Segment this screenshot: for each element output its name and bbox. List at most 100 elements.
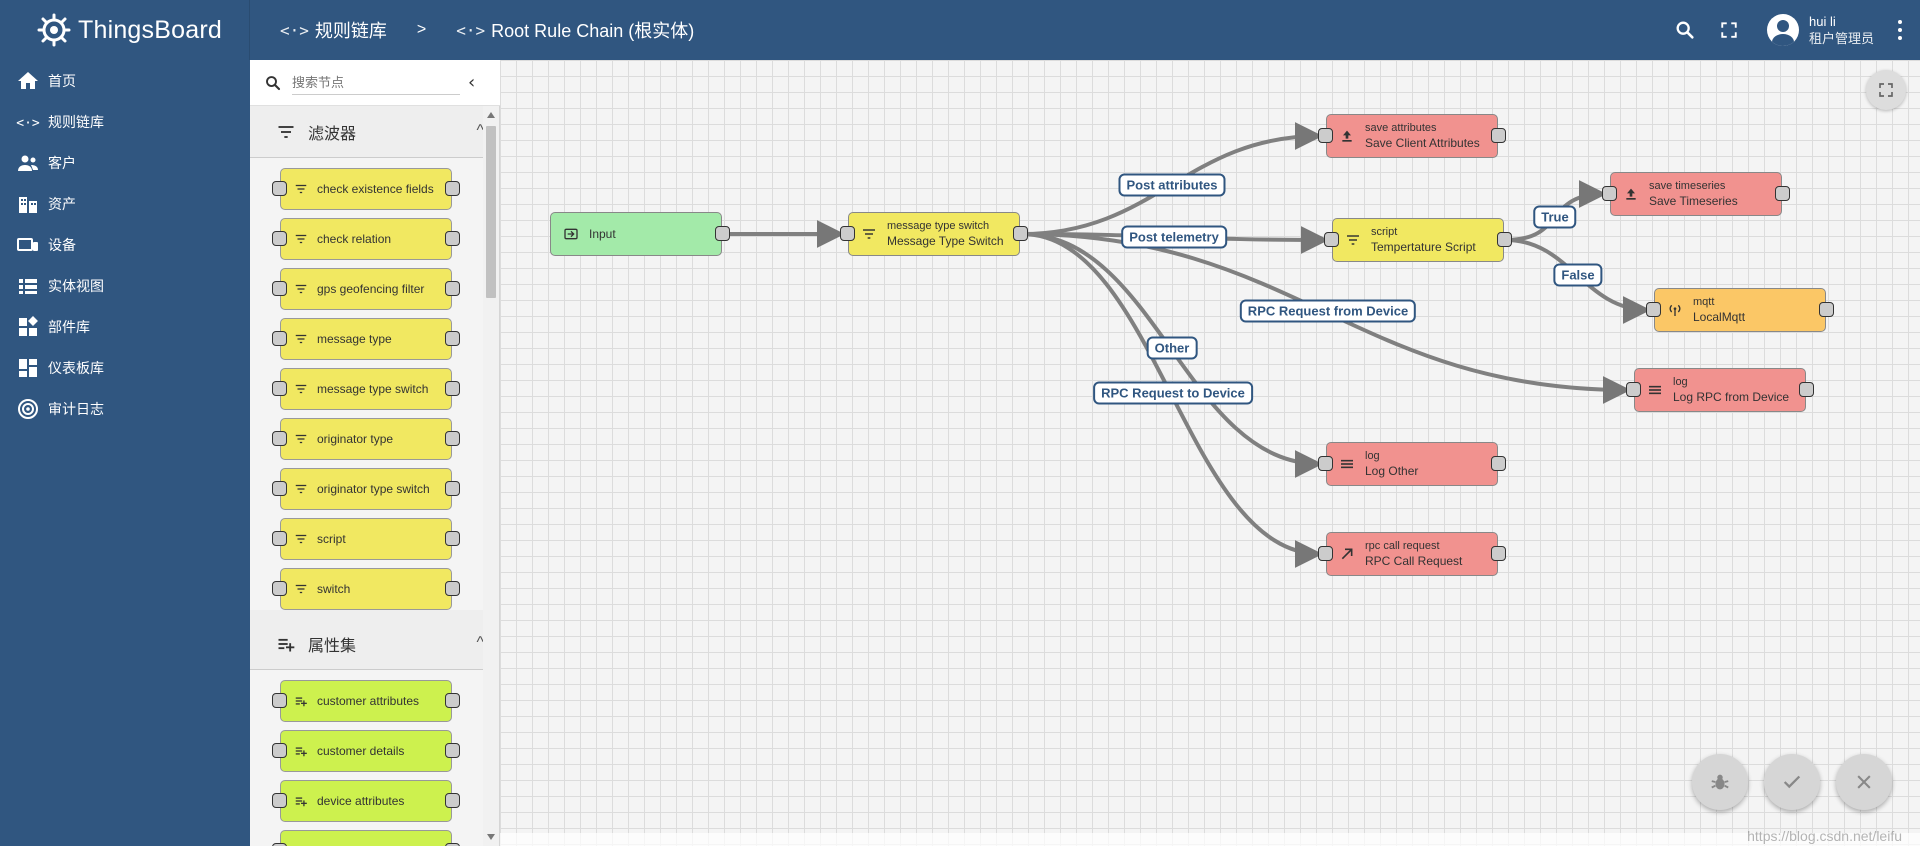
library-node[interactable] [272,830,460,846]
library-scrollbar[interactable] [483,106,499,846]
search-icon [1676,21,1694,39]
sidebar-item-assets[interactable]: 资产 [0,183,250,224]
decline-changes-button[interactable] [1836,754,1892,810]
library-node[interactable]: device attributes [272,780,460,822]
rule-node-input[interactable]: Input [550,212,730,256]
sidebar-item-entity-view[interactable]: 实体视图 [0,265,250,306]
output-port [445,743,460,758]
logo[interactable]: ThingsBoard [0,0,250,60]
output-port[interactable] [1013,226,1028,241]
widgets-icon [16,315,40,339]
output-port [445,431,460,446]
more-menu-button[interactable] [1880,8,1920,52]
connection-label[interactable]: RPC Request to Device [1093,381,1253,405]
output-port[interactable] [1819,302,1834,317]
sidebar-item-dashboards[interactable]: 仪表板库 [0,347,250,388]
input-port [272,793,287,808]
input-port[interactable] [1602,186,1617,201]
library-node[interactable]: check relation [272,218,460,260]
user-menu[interactable]: hui li 租户管理员 [1766,13,1874,47]
library-list[interactable]: 滤波器^ check existence fields check relation… [250,106,500,846]
output-port[interactable] [715,226,730,241]
input-port[interactable] [1626,382,1641,397]
input-port[interactable] [1646,302,1661,317]
sidebar-item-label: 审计日志 [48,400,104,417]
dashboards-icon [16,356,40,380]
library-node[interactable]: customer details [272,730,460,772]
library-node[interactable]: message type [272,318,460,360]
collapse-library-button[interactable]: ‹ [468,72,476,93]
library-node[interactable]: switch [272,568,460,610]
search-button[interactable] [1663,8,1707,52]
output-port[interactable] [1497,232,1512,247]
breadcrumb-parent[interactable]: <·> 规则链库 [280,17,387,43]
upload-icon [1339,128,1355,144]
library-node[interactable]: script [272,518,460,560]
output-port[interactable] [1491,546,1506,561]
library-node[interactable]: originator type switch [272,468,460,510]
input-port [272,281,287,296]
library-node-label: check relation [317,232,392,246]
library-node[interactable]: message type switch [272,368,460,410]
input-port[interactable] [1318,128,1333,143]
library-node[interactable]: check existence fields [272,168,460,210]
input-port[interactable] [1318,456,1333,471]
chevron-up-icon[interactable]: ^ [476,634,484,651]
user-role: 租户管理员 [1808,31,1874,46]
scroll-up-icon[interactable] [487,112,495,118]
library-section-body: check existence fields check relation gps … [250,158,484,610]
canvas-fullscreen-button[interactable] [1866,70,1906,110]
node-type: save timeseries [1649,180,1726,192]
output-port[interactable] [1491,456,1506,471]
input-port[interactable] [1324,232,1339,247]
library-node-label: device attributes [317,794,405,808]
sidebar-item-widgets[interactable]: 部件库 [0,306,250,347]
output-port[interactable] [1775,186,1790,201]
sidebar-item-audit-log[interactable]: 审计日志 [0,388,250,429]
output-port[interactable] [1491,128,1506,143]
connection-label[interactable]: True [1533,205,1577,229]
input-port[interactable] [1318,546,1333,561]
connection-label[interactable]: Post attributes [1118,173,1226,197]
scroll-down-icon[interactable] [487,834,495,840]
input-port[interactable] [840,226,855,241]
library-node[interactable]: originator type [272,418,460,460]
library-section-header[interactable]: 属性集^ [250,618,484,670]
sidebar-item-customers[interactable]: 客户 [0,142,250,183]
svg-text:<·>: <·> [16,116,40,131]
apply-changes-button[interactable] [1764,754,1820,810]
library-node[interactable]: customer attributes [272,680,460,722]
debug-button[interactable] [1692,754,1748,810]
connection-label[interactable]: False [1553,263,1603,287]
node-name: Message Type Switch [887,234,1004,248]
fullscreen-button[interactable] [1707,8,1751,52]
node-type: mqtt [1693,296,1715,308]
node-text: Input [589,226,616,242]
output-port[interactable] [1799,382,1814,397]
library-section-header[interactable]: 滤波器^ [250,106,484,158]
close-icon [1857,775,1871,789]
connection-label[interactable]: RPC Request from Device [1239,299,1417,323]
sidebar-item-rule-chain[interactable]: <·>规则链库 [0,101,250,142]
chevron-up-icon[interactable]: ^ [476,122,484,139]
connection-label[interactable]: Post telemetry [1121,225,1227,249]
scrollbar-thumb[interactable] [486,126,496,298]
connection-label[interactable]: Other [1146,336,1198,360]
library-node[interactable]: gps geofencing filter [272,268,460,310]
search-input[interactable] [292,70,460,95]
antenna-icon [1667,302,1683,318]
sidebar-item-devices[interactable]: 设备 [0,224,250,265]
sidebar-item-home[interactable]: 首页 [0,60,250,101]
